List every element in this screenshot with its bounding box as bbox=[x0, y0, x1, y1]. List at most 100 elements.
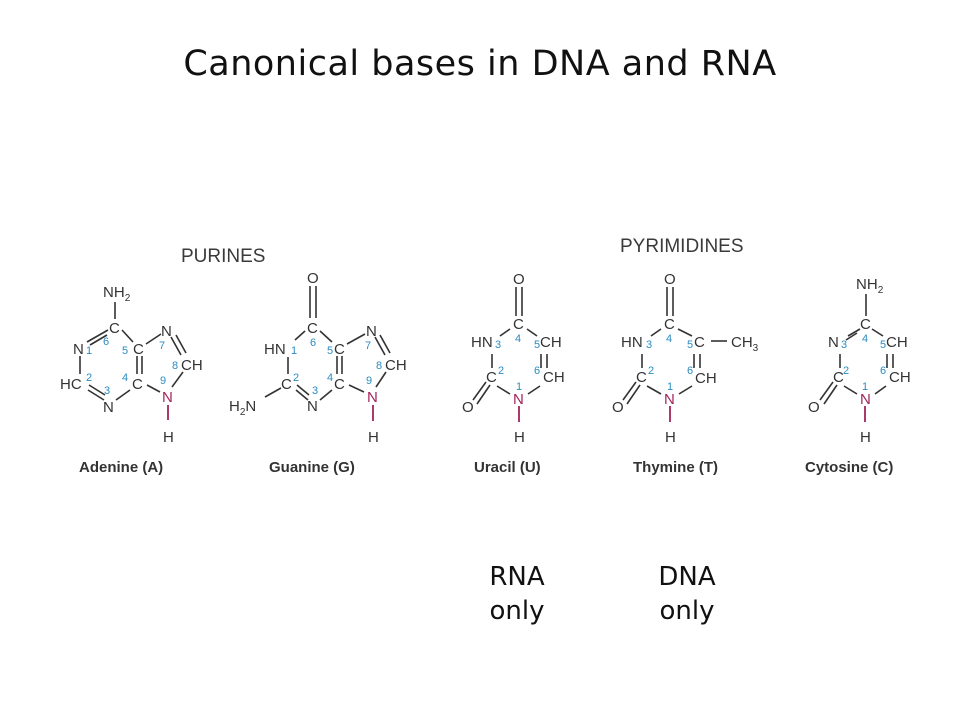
molecule-name-cytosine: Cytosine (C) bbox=[805, 459, 893, 476]
molecule-name-adenine: Adenine (A) bbox=[79, 459, 163, 476]
atom: C bbox=[694, 334, 705, 351]
note-line: only bbox=[659, 596, 715, 626]
atom: N bbox=[307, 398, 318, 415]
uracil-bond bbox=[527, 385, 541, 395]
adenine-bond bbox=[171, 371, 184, 388]
adenine-bond bbox=[87, 389, 105, 401]
atom: H bbox=[514, 429, 525, 446]
atom: C bbox=[833, 369, 844, 386]
ring-number: 6 bbox=[534, 365, 540, 377]
ring-number: 3 bbox=[104, 385, 110, 397]
adenine-bond bbox=[146, 384, 161, 393]
ring-number: 2 bbox=[293, 372, 299, 384]
ring-number: 3 bbox=[495, 339, 501, 351]
ring-number: 2 bbox=[86, 372, 92, 384]
atom: O bbox=[307, 270, 319, 287]
atom: CH3 bbox=[731, 334, 759, 354]
note-line: only bbox=[489, 596, 545, 626]
ring-number: 3 bbox=[841, 339, 847, 351]
adenine-bond bbox=[145, 333, 162, 345]
ring-number: 1 bbox=[862, 381, 868, 393]
ring-number: 3 bbox=[646, 339, 652, 351]
atom: CH bbox=[889, 369, 911, 386]
thymine-bond bbox=[622, 381, 637, 401]
guanine-bond bbox=[296, 384, 310, 396]
atom: H bbox=[368, 429, 379, 446]
atom-n9: N bbox=[367, 389, 378, 406]
atom: HC bbox=[60, 376, 82, 393]
atom: O bbox=[462, 399, 474, 416]
ring-number: 6 bbox=[880, 365, 886, 377]
ring-number: 6 bbox=[687, 365, 693, 377]
adenine-bond bbox=[115, 389, 131, 401]
atom: HN bbox=[471, 334, 493, 351]
adenine-bond bbox=[175, 334, 187, 354]
atom: CH bbox=[886, 334, 908, 351]
ring-number: 5 bbox=[534, 339, 540, 351]
cytosine-bond bbox=[845, 332, 858, 341]
ring-number: 7 bbox=[159, 340, 165, 352]
note-line: RNA bbox=[489, 562, 545, 592]
molecule-name-thymine: Thymine (T) bbox=[633, 459, 718, 476]
dna-only-note: DNA only bbox=[627, 560, 747, 628]
adenine-bond bbox=[89, 334, 108, 346]
uracil-structure: O C HN CH C CH O N H 4 3 2 1 6 5 Uracil … bbox=[462, 271, 565, 476]
ring-number: 5 bbox=[687, 339, 693, 351]
ring-number: 4 bbox=[515, 333, 521, 345]
atom: N bbox=[103, 399, 114, 416]
ring-number: 6 bbox=[103, 336, 109, 348]
cytosine-bond bbox=[819, 381, 834, 401]
ring-number: 5 bbox=[122, 345, 128, 357]
atom: N bbox=[828, 334, 839, 351]
ring-number: 6 bbox=[310, 337, 316, 349]
guanine-bond bbox=[375, 371, 387, 388]
uracil-bond bbox=[476, 384, 491, 405]
atom: C bbox=[109, 320, 120, 337]
atom: C bbox=[132, 376, 143, 393]
ring-number: 4 bbox=[666, 333, 672, 345]
ring-number: 3 bbox=[312, 385, 318, 397]
ring-number: 8 bbox=[172, 360, 178, 372]
atom: C bbox=[664, 316, 675, 333]
cytosine-bond bbox=[843, 385, 858, 395]
ring-number: 1 bbox=[291, 345, 297, 357]
thymine-bond bbox=[650, 328, 662, 337]
guanine-bond bbox=[374, 336, 386, 356]
atom: N bbox=[73, 341, 84, 358]
guanine-structure: O C HN C H2N N C C N CH N H 1 2 3 4 5 6 … bbox=[229, 270, 407, 476]
atom: C bbox=[513, 316, 524, 333]
slide-title: Canonical bases in DNA and RNA bbox=[183, 44, 777, 84]
atom: H bbox=[860, 429, 871, 446]
molecule-name-uracil: Uracil (U) bbox=[474, 459, 541, 476]
molecule-name-guanine: Guanine (G) bbox=[269, 459, 355, 476]
ring-number: 1 bbox=[667, 381, 673, 393]
guanine-bond bbox=[346, 333, 366, 345]
atom-n1: N bbox=[664, 391, 675, 408]
thymine-bond bbox=[677, 328, 693, 337]
atom: C bbox=[860, 316, 871, 333]
adenine-bond bbox=[170, 336, 182, 356]
adenine-bond bbox=[121, 329, 134, 343]
adenine-structure: NH2 C N HC N C C N CH N H 1 2 3 4 5 6 7 … bbox=[60, 284, 203, 476]
atom: CH bbox=[540, 334, 562, 351]
thymine-bond bbox=[626, 384, 641, 405]
atom: CH bbox=[181, 357, 203, 374]
ring-number: 2 bbox=[648, 365, 654, 377]
thymine-bond bbox=[646, 385, 662, 395]
atom: C bbox=[486, 369, 497, 386]
atom: C bbox=[307, 320, 318, 337]
guanine-bond bbox=[319, 330, 333, 343]
ring-number: 4 bbox=[122, 372, 128, 384]
ring-number: 9 bbox=[160, 375, 166, 387]
ring-number: 5 bbox=[327, 345, 333, 357]
atom: CH bbox=[385, 357, 407, 374]
rna-only-note: RNA only bbox=[457, 560, 577, 628]
ring-number: 9 bbox=[366, 375, 372, 387]
pyrimidines-label: PYRIMIDINES bbox=[620, 236, 744, 257]
ring-number: 2 bbox=[843, 365, 849, 377]
atom: C bbox=[334, 341, 345, 358]
atom: NH2 bbox=[856, 276, 884, 296]
cytosine-bond bbox=[874, 385, 887, 395]
atom: NH2 bbox=[103, 284, 131, 304]
thymine-bond bbox=[678, 385, 693, 395]
